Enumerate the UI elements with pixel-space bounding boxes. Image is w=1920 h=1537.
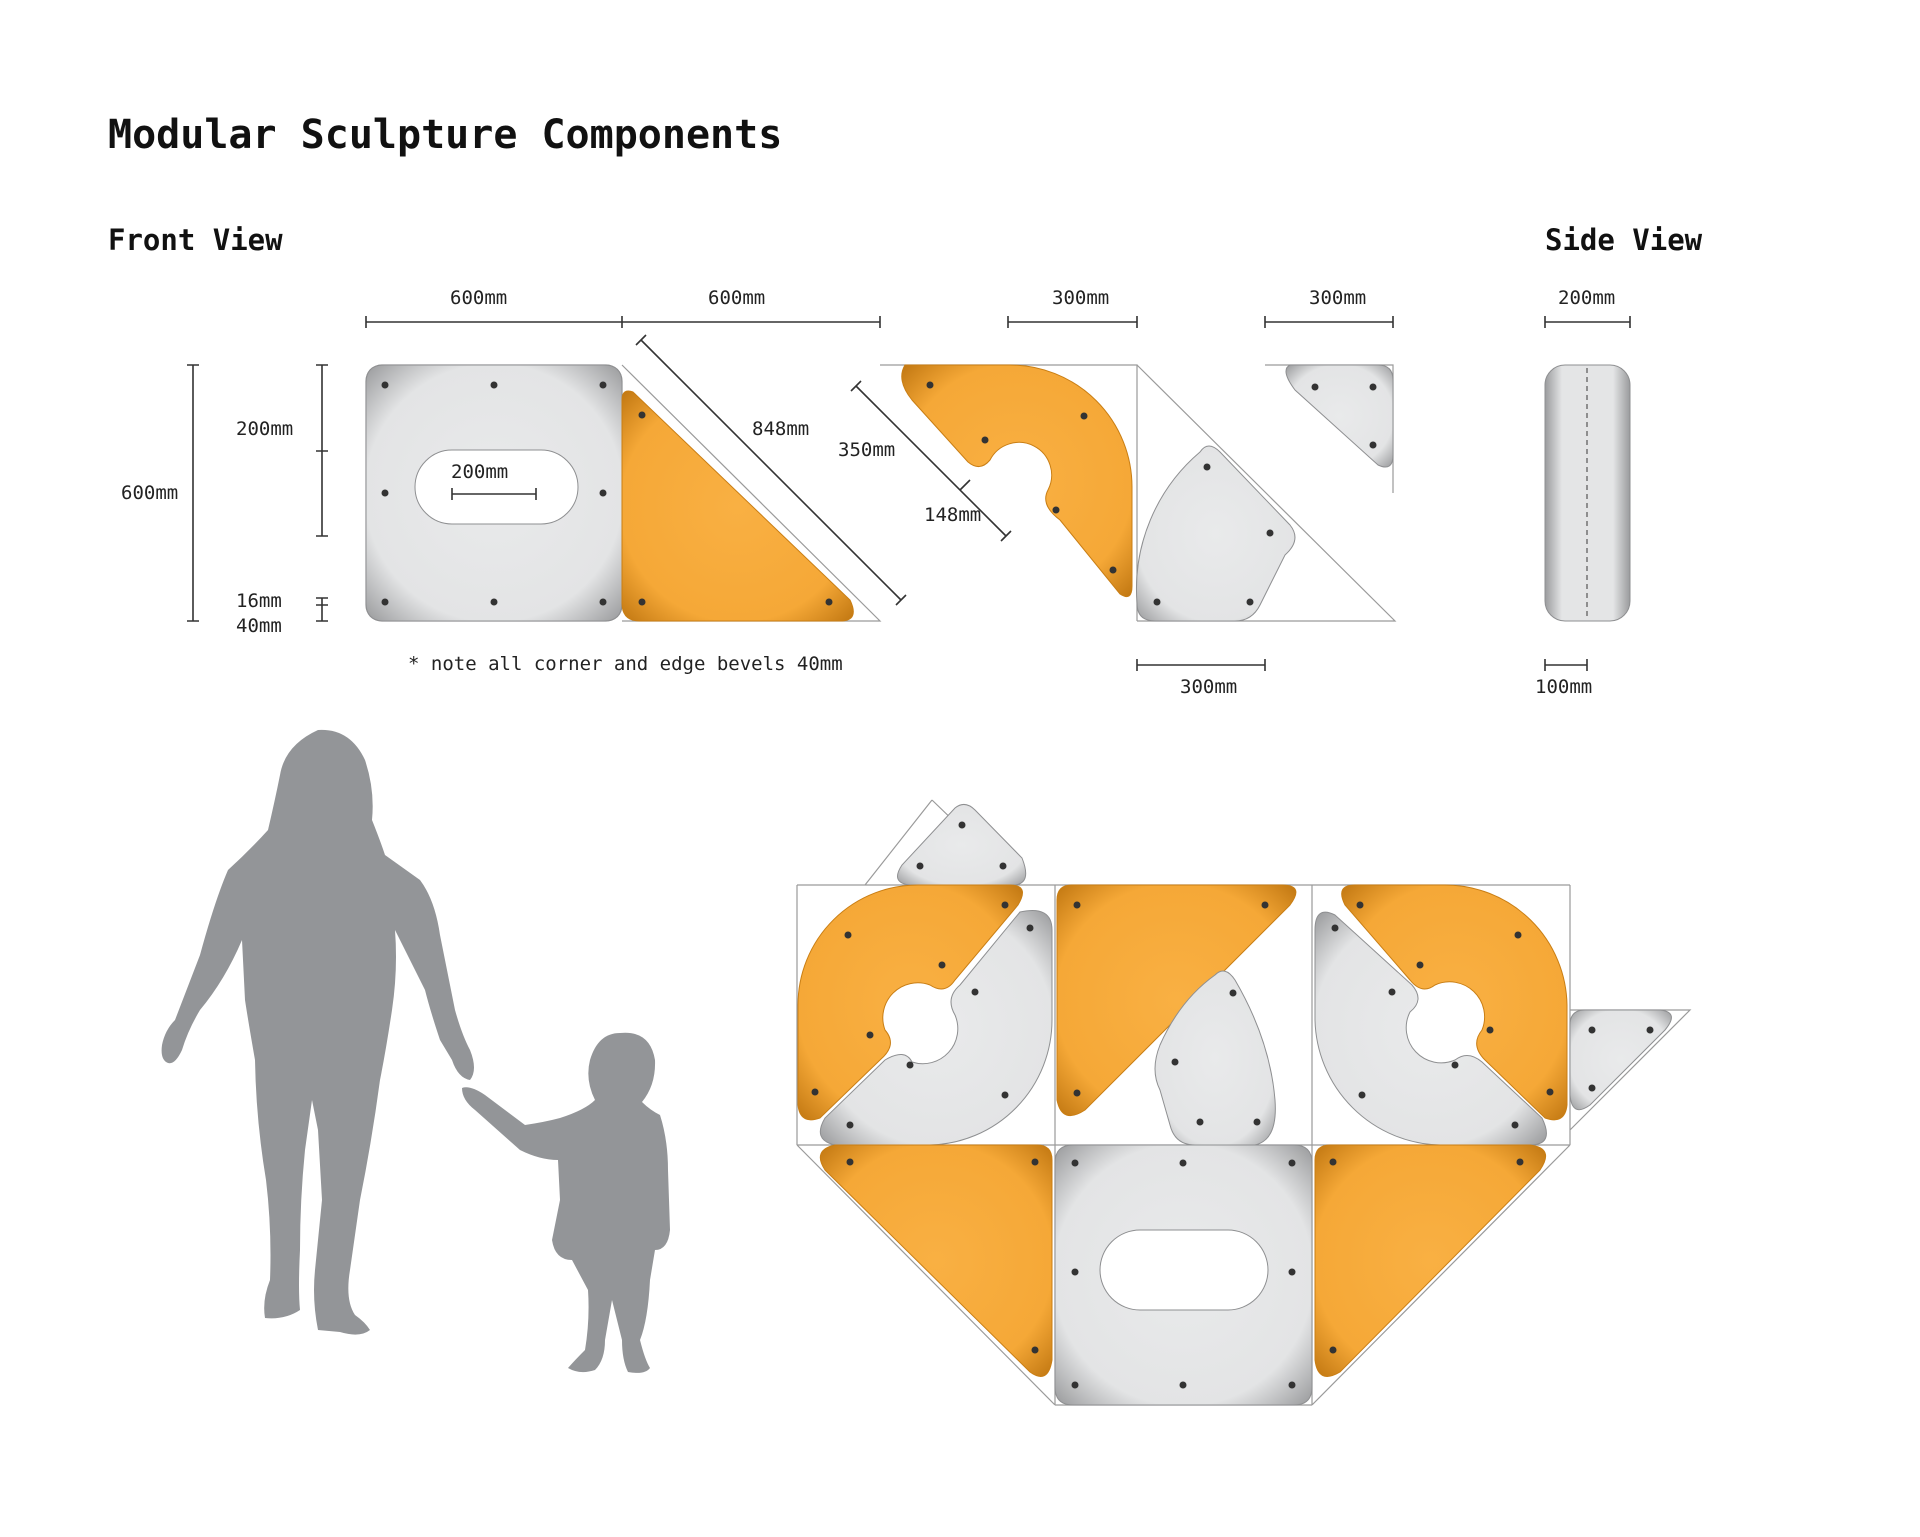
side-view-heading: Side View (1545, 223, 1703, 257)
child-silhouette (462, 1032, 670, 1373)
dim-upper-segment: 200mm (236, 418, 293, 440)
large-triangle-panel (621, 364, 882, 622)
dim-arc-notch: 148mm (924, 504, 981, 526)
dim-wedge-base: 300mm (1180, 676, 1237, 698)
dimension-lines (187, 316, 1631, 671)
dim-arc-width: 300mm (1052, 287, 1109, 309)
dim-side-half-depth: 100mm (1535, 676, 1592, 698)
dim-gap-40: 40mm (236, 615, 282, 637)
arc-panel-orange (880, 364, 1138, 621)
dim-square-width: 600mm (450, 287, 507, 309)
dim-arc-diagonal: 350mm (838, 439, 895, 461)
side-view-block (1544, 364, 1631, 622)
dim-opening-width: 200mm (451, 461, 508, 483)
dim-small-triangle-width: 300mm (1309, 287, 1366, 309)
bevel-note: * note all corner and edge bevels 40mm (408, 653, 843, 675)
page-title: Modular Sculpture Components (108, 112, 782, 158)
dim-triangle-width: 600mm (708, 287, 765, 309)
dimension-labels: 600mm 600mm 300mm 300mm 200mm 600mm 200m… (121, 287, 1615, 698)
front-view-components (365, 364, 1631, 622)
adult-silhouette (161, 729, 474, 1335)
dim-hypotenuse: 848mm (752, 418, 809, 440)
dim-total-height: 600mm (121, 482, 178, 504)
small-triangle-panel (1265, 364, 1394, 493)
wedge-panel-grey (1136, 364, 1397, 622)
dim-gap-16: 16mm (236, 590, 282, 612)
dim-side-depth: 200mm (1558, 287, 1615, 309)
assembled-sculpture (796, 799, 1692, 1406)
scale-figures (161, 729, 670, 1373)
square-panel (365, 364, 623, 622)
front-view-heading: Front View (108, 223, 283, 257)
